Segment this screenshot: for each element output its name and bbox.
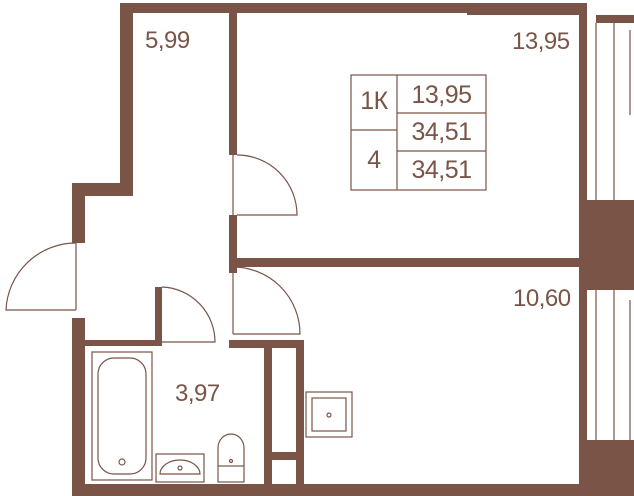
wall-step (72, 183, 133, 196)
sink-drain (177, 465, 183, 471)
summary-table-frame (350, 74, 487, 191)
toilet-bowl (217, 433, 245, 466)
wall-shaft (264, 452, 304, 460)
bathtub-inner (97, 357, 147, 475)
bathroom-door-swing (161, 286, 216, 343)
toilet-drain (228, 458, 234, 464)
wall-kitchen-left (296, 340, 304, 490)
wall-corridor-bedroom (229, 3, 237, 155)
total-area-cell: 34,51 (411, 118, 472, 146)
apartment-type-cell: 1К (360, 87, 388, 115)
toilet-tank (217, 465, 245, 483)
wall-bath-top (78, 340, 162, 346)
kitchen-door-swing (232, 266, 301, 335)
wall-right-bottom (579, 440, 634, 496)
walls (72, 3, 634, 496)
sink-bowl (159, 459, 201, 475)
bedroom-door-swing (236, 154, 298, 216)
corridor-area-label: 5,99 (145, 27, 190, 54)
wall-bedroom-kitchen (229, 258, 585, 267)
wall-left-mid (72, 183, 85, 243)
kitchen-area-label: 10,60 (513, 285, 571, 312)
wall-bottom (72, 484, 587, 496)
kitchen-sink-outer (305, 391, 353, 438)
bathroom-area-label: 3,97 (175, 380, 220, 407)
wall-left-lower (72, 318, 85, 496)
sink-outer (155, 453, 205, 483)
floor-cell: 4 (367, 146, 381, 174)
wall-bath-right (264, 340, 272, 490)
wall-bath-door-left (155, 287, 162, 344)
bedroom-area-label: 13,95 (512, 28, 570, 55)
wall-right-top (596, 15, 634, 23)
wall-top-right (467, 3, 587, 15)
entrance-door-swing (5, 242, 77, 311)
kitchen-sink-bowl (311, 397, 347, 432)
fixtures (5, 23, 631, 483)
wall-left-upper (120, 3, 133, 196)
wall-corridor-bedroom-lower (229, 215, 237, 273)
kitchen-sink-drain (326, 412, 332, 418)
wall-top (120, 3, 587, 13)
bathtub-drain (118, 458, 126, 466)
bathtub-outer (91, 351, 153, 481)
total-area-with-balcony-cell: 34,51 (411, 156, 472, 184)
living-area-cell: 13,95 (411, 81, 472, 109)
wall-right-pier (579, 200, 634, 290)
